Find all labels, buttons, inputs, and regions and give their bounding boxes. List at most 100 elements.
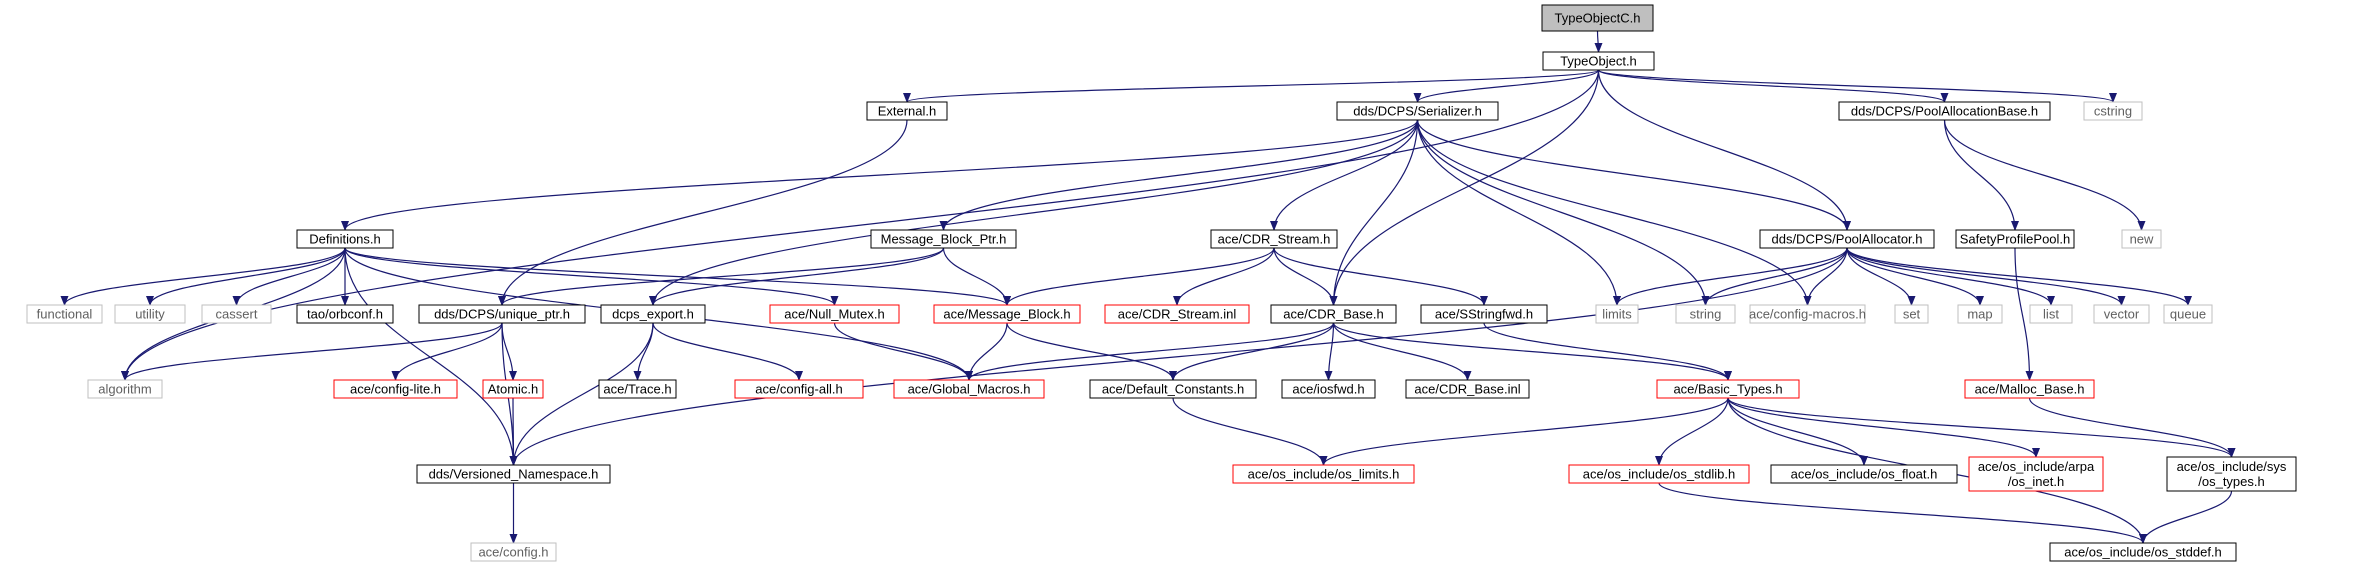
node-box	[1770, 464, 1958, 484]
node-label: ace/CDR_Base.h	[1283, 307, 1383, 322]
node-box	[1656, 379, 1800, 399]
node-box	[866, 101, 948, 121]
node-versioned[interactable]: dds/Versioned_Namespace.h	[416, 464, 611, 484]
edge-cdrbase-to-globalmacros	[965, 322, 1335, 381]
node-label: ace/Default_Constants.h	[1102, 382, 1244, 397]
node-label: ace/Malloc_Base.h	[1975, 382, 2085, 397]
node-ostypes[interactable]: ace/os_include/sys/os_types.h	[2166, 456, 2297, 492]
node-atomic[interactable]: Atomic.h	[482, 379, 544, 399]
node-label: limits	[1602, 307, 1632, 322]
node-serializer[interactable]: dds/DCPS/Serializer.h	[1336, 101, 1499, 121]
node-label: ace/config.h	[478, 545, 548, 560]
node-sstringfwd[interactable]: ace/SStringfwd.h	[1420, 304, 1548, 324]
node-label: ace/os_include/arpa	[1978, 459, 2095, 474]
node-box	[600, 304, 706, 324]
node-label: TypeObject.h	[1560, 54, 1637, 69]
node-label: list	[2043, 307, 2059, 322]
node-box	[2083, 101, 2143, 121]
node-box	[1568, 464, 1750, 484]
node-defconst[interactable]: ace/Default_Constants.h	[1089, 379, 1257, 399]
node-label: ace/Null_Mutex.h	[784, 307, 884, 322]
edge-poolallocator-to-string	[1701, 247, 1848, 306]
edge-serializer-to-poolallocator	[1416, 119, 1851, 231]
node-mbptr[interactable]: Message_Block_Ptr.h	[870, 229, 1017, 249]
node-label: dcps_export.h	[612, 307, 694, 322]
node-box	[2093, 304, 2150, 324]
edge-ostypes-to-osstddef	[2139, 490, 2233, 544]
node-box	[333, 379, 458, 399]
node-label: ace/os_include/os_float.h	[1791, 467, 1938, 482]
node-label: ace/config-macros.h	[1749, 307, 1866, 322]
node-label: ace/os_include/os_stddef.h	[2064, 545, 2222, 560]
node-osstddef[interactable]: ace/os_include/os_stddef.h	[2049, 542, 2237, 562]
node-label: /os_types.h	[2198, 474, 2265, 489]
node-osinet[interactable]: ace/os_include/arpa/os_inet.h	[1968, 456, 2104, 492]
edge-definitions-to-cassert	[232, 247, 346, 306]
edge-typeobject-to-serializer	[1413, 69, 1600, 103]
edge-dcpsexport-to-versioned	[509, 322, 654, 466]
node-limits: limits	[1595, 304, 1639, 324]
node-msgblock[interactable]: ace/Message_Block.h	[933, 304, 1081, 324]
node-iosfwd[interactable]: ace/iosfwd.h	[1281, 379, 1376, 399]
edge-dcpsexport-to-configall	[652, 322, 803, 381]
node-box	[1759, 229, 1935, 249]
edge-poolallocator-to-queue	[1846, 247, 2192, 306]
edge-definitions-to-msgblock	[344, 247, 1011, 306]
node-definitions[interactable]: Definitions.h	[296, 229, 394, 249]
edge-nullmutex-to-globalmacros	[833, 322, 973, 381]
node-nullmutex[interactable]: ace/Null_Mutex.h	[769, 304, 900, 324]
node-typeobject[interactable]: TypeObject.h	[1542, 51, 1655, 71]
node-osfloat[interactable]: ace/os_include/os_float.h	[1770, 464, 1958, 484]
edge-poolallocator-to-list	[1846, 247, 2055, 306]
node-box	[1595, 304, 1639, 324]
node-label: SafetyProfilePool.h	[1960, 232, 2071, 247]
edge-cdrstream-to-cdrstreaminl	[1173, 247, 1275, 306]
edge-basictypes-to-osfloat	[1727, 397, 1868, 466]
node-box	[870, 229, 1017, 249]
node-label: ace/CDR_Stream.h	[1218, 232, 1331, 247]
node-label: Definitions.h	[309, 232, 381, 247]
edge-cdrbase-to-cdrbaseinl	[1332, 322, 1472, 381]
node-functional: functional	[26, 304, 103, 324]
node-dcpsexport[interactable]: dcps_export.h	[600, 304, 706, 324]
node-queue: queue	[2163, 304, 2213, 324]
node-configall[interactable]: ace/config-all.h	[734, 379, 864, 399]
node-cdrbaseinl[interactable]: ace/CDR_Base.inl	[1405, 379, 1530, 399]
node-label: utility	[135, 307, 165, 322]
node-oslimits[interactable]: ace/os_include/os_limits.h	[1232, 464, 1415, 484]
node-box	[114, 304, 186, 324]
edge-cdrbase-to-basictypes	[1332, 322, 1732, 381]
node-box	[1270, 304, 1397, 324]
edge-external-to-uniqueptr	[498, 119, 908, 306]
node-box	[416, 464, 611, 484]
node-basictypes[interactable]: ace/Basic_Types.h	[1656, 379, 1800, 399]
edge-dcpsexport-to-trace	[633, 322, 654, 381]
node-osstdlib[interactable]: ace/os_include/os_stdlib.h	[1568, 464, 1750, 484]
node-orbconf[interactable]: tao/orbconf.h	[296, 304, 394, 324]
node-trace[interactable]: ace/Trace.h	[598, 379, 677, 399]
edge-osstdlib-to-osstddef	[1658, 482, 2147, 544]
node-cdrbase[interactable]: ace/CDR_Base.h	[1270, 304, 1397, 324]
edge-serializer-to-cdrstream	[1270, 119, 1419, 231]
edge-uniqueptr-to-configlite	[391, 322, 503, 381]
node-box	[734, 379, 864, 399]
node-configlite[interactable]: ace/config-lite.h	[333, 379, 458, 399]
node-box	[482, 379, 544, 399]
node-set: set	[1894, 304, 1929, 324]
node-mallocbase[interactable]: ace/Malloc_Base.h	[1964, 379, 2095, 399]
edge-mbptr-to-msgblock	[942, 247, 1011, 306]
node-uniqueptr[interactable]: dds/DCPS/unique_ptr.h	[418, 304, 586, 324]
node-external[interactable]: External.h	[866, 101, 948, 121]
node-label: ace/iosfwd.h	[1292, 382, 1364, 397]
node-poolallocbase[interactable]: dds/DCPS/PoolAllocationBase.h	[1838, 101, 2051, 121]
node-globalmacros[interactable]: ace/Global_Macros.h	[893, 379, 1045, 399]
node-safetypool[interactable]: SafetyProfilePool.h	[1955, 229, 2075, 249]
node-cdrstreaminl[interactable]: ace/CDR_Stream.inl	[1104, 304, 1250, 324]
node-label: dds/DCPS/unique_ptr.h	[434, 307, 570, 322]
node-poolallocator[interactable]: dds/DCPS/PoolAllocator.h	[1759, 229, 1935, 249]
node-label: /os_inet.h	[2008, 474, 2064, 489]
node-label: functional	[37, 307, 93, 322]
node-cdrstream[interactable]: ace/CDR_Stream.h	[1210, 229, 1338, 249]
node-box	[1405, 379, 1530, 399]
node-box	[1838, 101, 2051, 121]
